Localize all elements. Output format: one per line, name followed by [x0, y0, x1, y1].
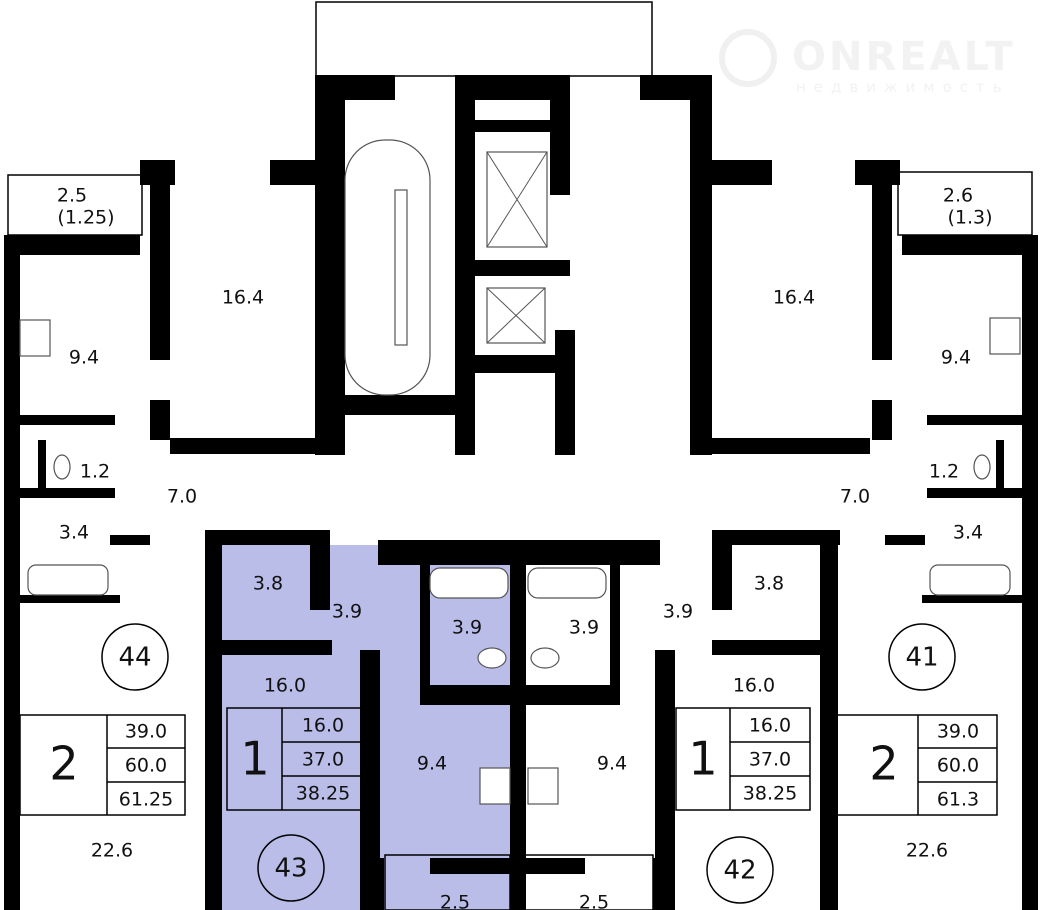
total-area: 37.0	[749, 749, 791, 771]
apartment-42[interactable]: 3.9 3.9 3.8 16.0 9.4 2.5 1 16.0 37.0 38.…	[569, 573, 811, 910]
elevator-icon	[486, 287, 546, 344]
balcony-right-area: 2.6	[943, 185, 973, 207]
fixtures	[19, 139, 1021, 805]
apartment-41[interactable]: 41 2 39.0 60.0 61.3 22.6	[831, 623, 998, 862]
room-area: 16.0	[733, 675, 775, 697]
living-area: 16.0	[302, 715, 344, 737]
stove-icon	[479, 767, 511, 805]
stove-icon	[989, 317, 1021, 355]
toilet-icon	[973, 454, 991, 480]
room-area: 3.9	[452, 617, 482, 639]
room-area: 3.9	[663, 601, 693, 623]
left-stair-icon	[344, 139, 431, 396]
room-area: 16.0	[264, 675, 306, 697]
total-with-balcony: 61.3	[937, 789, 979, 811]
apartment-number: 42	[723, 856, 756, 886]
room-area: 22.6	[906, 840, 948, 862]
apartment-number: 44	[118, 643, 151, 673]
room-area: 9.4	[597, 753, 627, 775]
room-count: 2	[49, 737, 78, 791]
balcony-left-area: 2.5	[57, 185, 87, 207]
room-area: 9.4	[941, 347, 971, 369]
elevator-icon	[486, 151, 548, 248]
room-area: 9.4	[69, 347, 99, 369]
room-area: 7.0	[167, 486, 197, 508]
bathtub-icon	[929, 564, 1011, 596]
apartment-44[interactable]: 44 2 39.0 60.0 61.25 22.6	[19, 623, 186, 862]
room-area: 2.5	[440, 892, 470, 910]
balcony-left-reduced: (1.25)	[57, 207, 114, 229]
balcony-right-reduced: (1.3)	[947, 207, 992, 229]
bathtub-icon	[429, 567, 509, 599]
room-area: 16.4	[222, 287, 264, 309]
room-area: 3.9	[569, 617, 599, 639]
room-area: 9.4	[417, 753, 447, 775]
room-area: 3.8	[253, 573, 283, 595]
svg-text:недвижимость: недвижимость	[796, 78, 1010, 96]
room-area: 3.8	[754, 573, 784, 595]
room-area: 7.0	[840, 486, 870, 508]
total-area: 60.0	[937, 755, 979, 777]
watermark-logo: ONREALT недвижимость	[719, 29, 1016, 96]
room-area: 2.5	[579, 892, 609, 910]
room-area: 3.4	[59, 522, 89, 544]
toilet-icon	[530, 647, 560, 669]
total-with-balcony: 38.25	[296, 783, 350, 805]
living-area: 39.0	[937, 721, 979, 743]
toilet-icon	[477, 647, 507, 669]
room-count: 1	[240, 732, 269, 786]
total-area: 60.0	[125, 755, 167, 777]
room-area: 1.2	[80, 461, 110, 483]
stove-icon	[19, 319, 51, 357]
bathtub-icon	[527, 567, 607, 599]
total-area: 37.0	[302, 749, 344, 771]
living-area: 39.0	[125, 721, 167, 743]
living-area: 16.0	[749, 715, 791, 737]
room-count: 1	[688, 732, 717, 786]
apartment-number: 41	[905, 643, 938, 673]
room-area: 22.6	[91, 840, 133, 862]
room-count: 2	[869, 737, 898, 791]
room-area: 1.2	[929, 461, 959, 483]
room-area: 3.9	[332, 601, 362, 623]
apartment-number: 43	[274, 854, 307, 884]
bathtub-icon	[27, 564, 109, 596]
toilet-icon	[53, 454, 71, 480]
room-area: 3.4	[953, 522, 983, 544]
stove-icon	[527, 767, 559, 805]
total-with-balcony: 38.25	[743, 783, 797, 805]
total-with-balcony: 61.25	[119, 789, 173, 811]
svg-text:ONREALT: ONREALT	[792, 34, 1016, 80]
walls	[4, 75, 1038, 910]
apartment-43[interactable]: 3.8 3.9 3.9 16.0 9.4 2.5 1 16.0 37.0 38.…	[226, 573, 482, 910]
room-area: 16.4	[773, 287, 815, 309]
